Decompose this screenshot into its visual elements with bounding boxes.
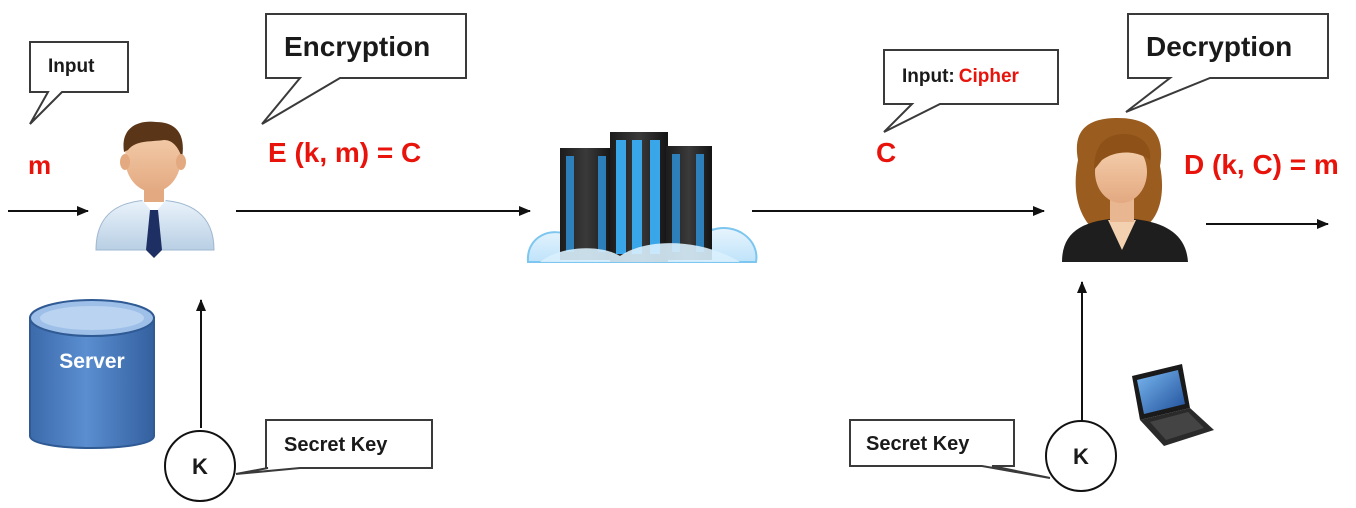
server-rack-center — [610, 132, 668, 262]
encryption-callout-label: Encryption — [284, 31, 430, 62]
right-secret-key-callout — [849, 419, 1051, 479]
laptop-icon — [1132, 364, 1214, 446]
cloud-server-icon — [526, 132, 758, 263]
input-cipher-callout: Input:Cipher — [883, 49, 1059, 133]
input-cipher-prefix: Input: — [902, 66, 955, 87]
left-key-circle — [164, 430, 236, 502]
message-in-label: m — [28, 150, 51, 180]
encrypt-formula: E (k, m) = C — [268, 137, 421, 168]
left-key-label: K — [192, 454, 208, 479]
right-secret-key: Secret Key K — [849, 419, 1117, 492]
server-rack-left — [560, 148, 612, 260]
input-callout: Input — [29, 41, 129, 125]
decryption-callout: Decryption — [1125, 13, 1329, 113]
input-callout-label: Input — [48, 56, 95, 77]
right-key-label: K — [1073, 444, 1089, 469]
female-user-icon — [1062, 118, 1188, 262]
cipher-text-label: C — [876, 137, 896, 168]
right-key-circle — [1045, 420, 1117, 492]
left-secret-key-callout — [235, 419, 433, 475]
server-label: Server — [59, 350, 124, 373]
left-secret-key: K Secret Key — [164, 419, 433, 502]
left-secret-key-label: Secret Key — [284, 434, 388, 456]
database-icon: Server — [29, 299, 155, 449]
male-user-icon — [95, 121, 215, 258]
encryption-callout: Encryption — [261, 13, 467, 125]
decryption-callout-label: Decryption — [1146, 31, 1292, 62]
decrypt-formula: D (k, C) = m — [1184, 149, 1339, 180]
input-cipher-value: Cipher — [959, 66, 1020, 87]
right-secret-key-label: Secret Key — [866, 433, 970, 455]
server-rack-right — [666, 146, 712, 260]
input-cipher-label: Input:Cipher — [902, 66, 1020, 87]
